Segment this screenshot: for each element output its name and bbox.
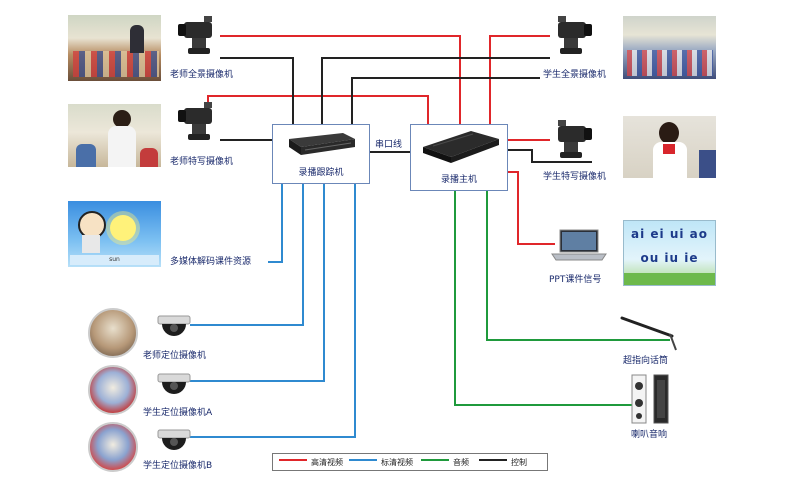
- recorder-label: 录播主机: [440, 175, 477, 185]
- student-locate-b-label: 学生定位摄像机B: [143, 461, 213, 471]
- wire-student-locate-b-sd: [190, 184, 356, 438]
- wire-mic-audio: [486, 191, 670, 341]
- student-panorama-photo: [623, 16, 716, 79]
- recorder-box: 录播主机: [410, 124, 508, 191]
- student-panorama-camera-icon: [558, 16, 592, 54]
- tracker-label: 录播跟踪机: [298, 168, 344, 178]
- wire-student-pano-ctrl2: [351, 77, 540, 124]
- microphone-label: 超指向话筒: [623, 356, 669, 366]
- speaker-label: 喇叭音响: [631, 430, 668, 440]
- microphone-icon: [620, 316, 677, 351]
- tracker-box: 录播跟踪机: [272, 124, 370, 184]
- teacher-closeup-camera-icon: [178, 102, 212, 140]
- ppt-signal-label: PPT课件信号: [549, 275, 602, 285]
- ppt-screen-image: ai ei ui ao ou iu ie: [623, 220, 716, 286]
- wire-student-close-ctrl: [508, 149, 592, 163]
- wire-speaker-audio: [454, 191, 632, 406]
- student-panorama-label: 学生全景摄像机: [543, 70, 607, 80]
- student-locate-b-dome-camera-icon: [157, 429, 191, 450]
- multimedia-label: 多媒体解码课件资源: [170, 257, 252, 267]
- student-locate-a-photo: [88, 365, 138, 415]
- teacher-locate-dome-camera-icon: [157, 315, 191, 336]
- teacher-panorama-photo: [68, 15, 161, 81]
- legend-audio-label: 音频: [453, 458, 469, 467]
- student-closeup-label: 学生特写摄像机: [543, 172, 607, 182]
- legend-swatch-control: [479, 459, 507, 461]
- legend-swatch-audio: [421, 459, 449, 461]
- wire-student-pano-ctrl: [321, 57, 550, 124]
- student-locate-b-photo: [88, 422, 138, 472]
- speaker-icon: [631, 374, 669, 424]
- laptop-icon: [551, 229, 607, 261]
- legend-control-label: 控制: [511, 458, 527, 467]
- teacher-panorama-label: 老师全景摄像机: [170, 70, 234, 80]
- teacher-closeup-photo: [68, 104, 161, 167]
- legend-swatch-sd: [349, 459, 377, 461]
- teacher-locate-label: 老师定位摄像机: [143, 351, 207, 361]
- wire-student-locate-a-sd: [190, 184, 325, 382]
- legend-swatch-hd: [279, 459, 307, 461]
- serial-line-label: 串口线: [375, 140, 403, 150]
- student-closeup-photo: [623, 116, 716, 178]
- legend: 高清视频 标清视频 音频 控制: [272, 453, 548, 471]
- cartoon-courseware-image: sun: [68, 201, 161, 267]
- wire-teacher-pano-hd: [220, 35, 461, 124]
- recorder-device-icon: [423, 131, 499, 163]
- teacher-panorama-camera-icon: [178, 16, 212, 54]
- wire-teacher-pano-ctrl: [220, 57, 294, 124]
- wire-multimedia-sd: [268, 184, 283, 263]
- ppt-text-row2: ou iu ie: [640, 251, 699, 265]
- rack-device-icon: [289, 133, 355, 155]
- ppt-text-row1: ai ei ui ao: [631, 227, 708, 241]
- teacher-locate-photo: [88, 308, 138, 358]
- teacher-closeup-label: 老师特写摄像机: [170, 157, 234, 167]
- student-locate-a-label: 学生定位摄像机A: [143, 408, 213, 418]
- wire-student-pano-hd: [489, 35, 550, 124]
- wire-teacher-locate-sd: [190, 184, 304, 326]
- cartoon-caption: sun: [70, 255, 159, 265]
- legend-hd-label: 高清视频: [311, 458, 343, 467]
- student-closeup-camera-icon: [558, 120, 592, 158]
- wire-ppt-hd: [508, 171, 555, 245]
- legend-sd-label: 标清视频: [381, 458, 413, 467]
- student-locate-a-dome-camera-icon: [157, 373, 191, 394]
